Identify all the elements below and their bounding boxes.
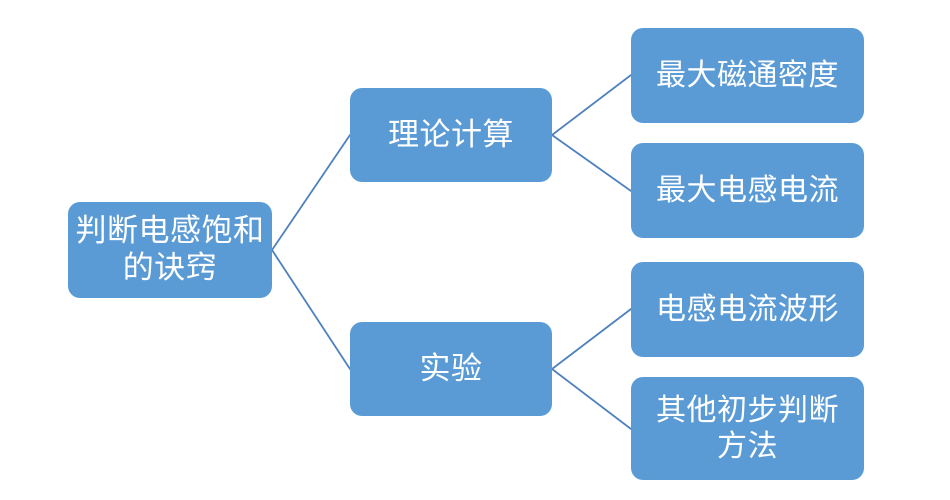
- node-branch-experiment-label: 实验: [419, 350, 483, 386]
- node-leaf-other-preliminary-methods-label: 其他初步判断 方法: [656, 394, 839, 463]
- connector-root-to-theoretical: [271, 134, 351, 251]
- connector-experiment-to-other-methods: [551, 368, 632, 430]
- node-leaf-max-flux-density-label: 最大磁通密度: [656, 58, 839, 92]
- node-branch-theoretical-calculation-label: 理论计算: [388, 116, 514, 152]
- connector-theoretical-to-flux-density: [551, 74, 632, 136]
- connector-theoretical-to-inductor-current: [551, 134, 632, 192]
- node-leaf-max-inductor-current[interactable]: 最大电感电流: [631, 143, 864, 238]
- node-root-label: 判断电感饱和 的诀窍: [75, 213, 265, 285]
- node-leaf-max-flux-density[interactable]: 最大磁通密度: [631, 28, 864, 123]
- connector-experiment-to-waveform: [551, 308, 632, 370]
- node-branch-theoretical-calculation[interactable]: 理论计算: [350, 88, 552, 182]
- node-branch-experiment[interactable]: 实验: [350, 322, 552, 416]
- node-leaf-inductor-current-waveform[interactable]: 电感电流波形: [631, 262, 864, 357]
- node-leaf-inductor-current-waveform-label: 电感电流波形: [656, 292, 839, 326]
- node-leaf-other-preliminary-methods[interactable]: 其他初步判断 方法: [631, 377, 864, 480]
- node-root-inductor-saturation[interactable]: 判断电感饱和 的诀窍: [68, 202, 272, 298]
- connector-root-to-experiment: [271, 249, 351, 370]
- node-leaf-max-inductor-current-label: 最大电感电流: [656, 173, 839, 207]
